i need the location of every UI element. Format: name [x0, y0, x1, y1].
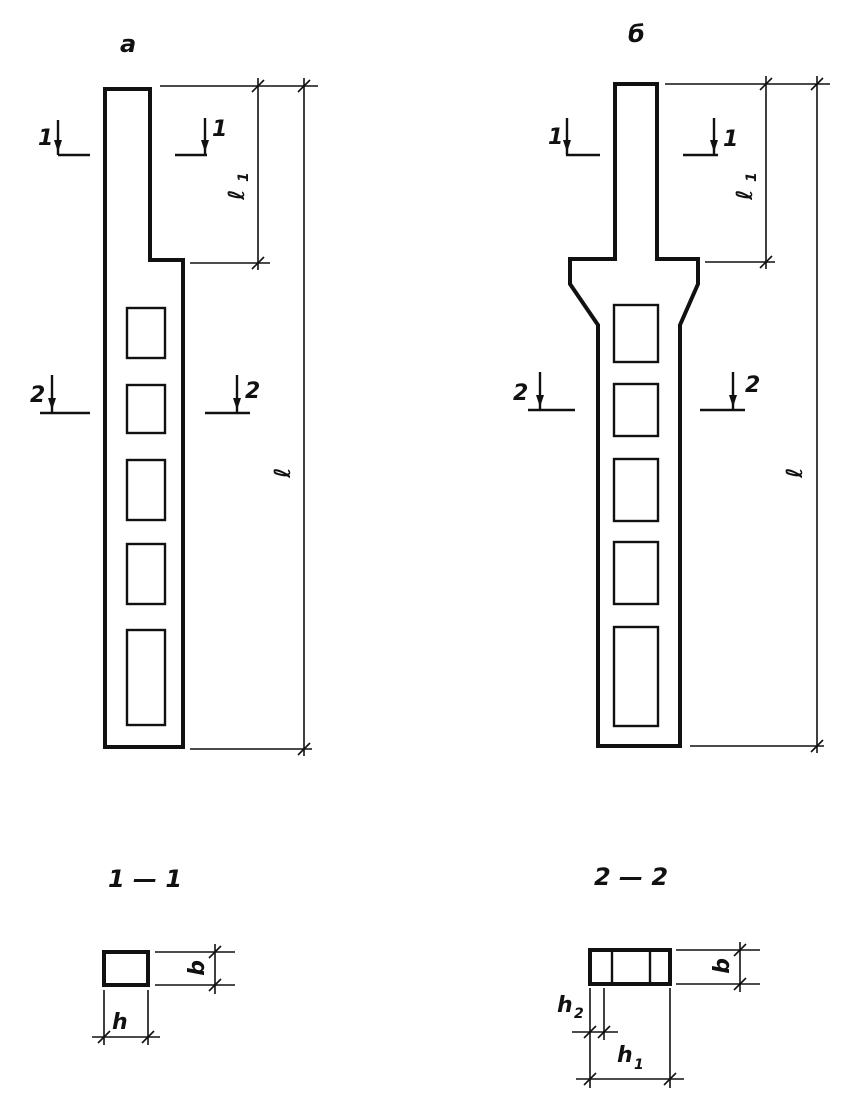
- cut-1-left-label: 1: [38, 126, 53, 151]
- opening-a-3: [125, 458, 167, 522]
- opening-a-4: [125, 542, 167, 606]
- view-b-label: б: [628, 20, 645, 48]
- opening-a-1: [125, 306, 167, 360]
- section-mark-a-2-left: 2: [30, 375, 90, 415]
- l1-a-label: ℓ: [225, 190, 250, 201]
- cut-2-right-label-b: 2: [745, 373, 760, 398]
- opening-b-2: [612, 382, 660, 438]
- view-a: a 1 1 2: [30, 30, 318, 756]
- section-mark-b-2-left: 2: [513, 372, 575, 412]
- cut-2-left-label-b: 2: [513, 381, 528, 406]
- l-b-label: ℓ: [783, 468, 808, 479]
- opening-b-5: [612, 625, 660, 728]
- section-2-h1-label: h: [617, 1043, 633, 1068]
- section-1-1-rect: [102, 950, 150, 987]
- cut-1-left-label-b: 1: [548, 125, 563, 150]
- section-2-2-title: 2 — 2: [594, 863, 668, 891]
- section-2-2: 2 — 2 b h 2 h 1: [557, 863, 760, 1088]
- l1-b-sub: 1: [744, 172, 760, 182]
- section-2-h2-label: h: [557, 993, 573, 1018]
- l-a-label: ℓ: [271, 468, 296, 479]
- cut-1-right-label-b: 1: [723, 127, 738, 152]
- column-b-outline: [568, 82, 700, 748]
- section-1-1: 1 — 1 b h: [92, 865, 235, 1045]
- dimension-a-l1: ℓ 1: [160, 78, 270, 270]
- section-mark-a-1-right: 1: [175, 117, 227, 157]
- cut-2-right-label: 2: [245, 379, 260, 404]
- opening-b-1: [612, 303, 660, 364]
- view-a-label: a: [120, 30, 136, 58]
- section-mark-b-2-right: 2: [700, 372, 760, 412]
- section-2-b-label: b: [710, 958, 735, 974]
- section-mark-a-2-right: 2: [205, 375, 260, 415]
- section-mark-a-1-left: 1: [38, 120, 90, 157]
- cut-1-right-label: 1: [212, 117, 227, 142]
- opening-b-4: [612, 540, 660, 606]
- column-a-outline: [103, 87, 185, 749]
- dimension-b-l: ℓ: [690, 76, 830, 753]
- section-mark-b-1-left: 1: [548, 118, 600, 157]
- dimension-b-l1: ℓ 1: [665, 76, 775, 269]
- section-1-h-label: h: [112, 1010, 128, 1035]
- section-mark-b-1-right: 1: [683, 118, 738, 157]
- cut-2-left-label: 2: [30, 383, 45, 408]
- section-1-1-title: 1 — 1: [108, 865, 182, 893]
- dimension-a-l: ℓ: [190, 78, 318, 756]
- opening-a-2: [125, 383, 167, 435]
- l1-a-sub: 1: [236, 172, 252, 182]
- section-2-h1-sub: 1: [634, 1057, 644, 1073]
- section-1-b-label: b: [185, 960, 210, 976]
- section-2-2-rect: [588, 948, 672, 986]
- l1-b-label: ℓ: [733, 190, 758, 201]
- section-2-h2-sub: 2: [574, 1006, 584, 1022]
- opening-a-5: [125, 628, 167, 727]
- view-b: б 1 1 2: [513, 20, 830, 753]
- opening-b-3: [612, 457, 660, 523]
